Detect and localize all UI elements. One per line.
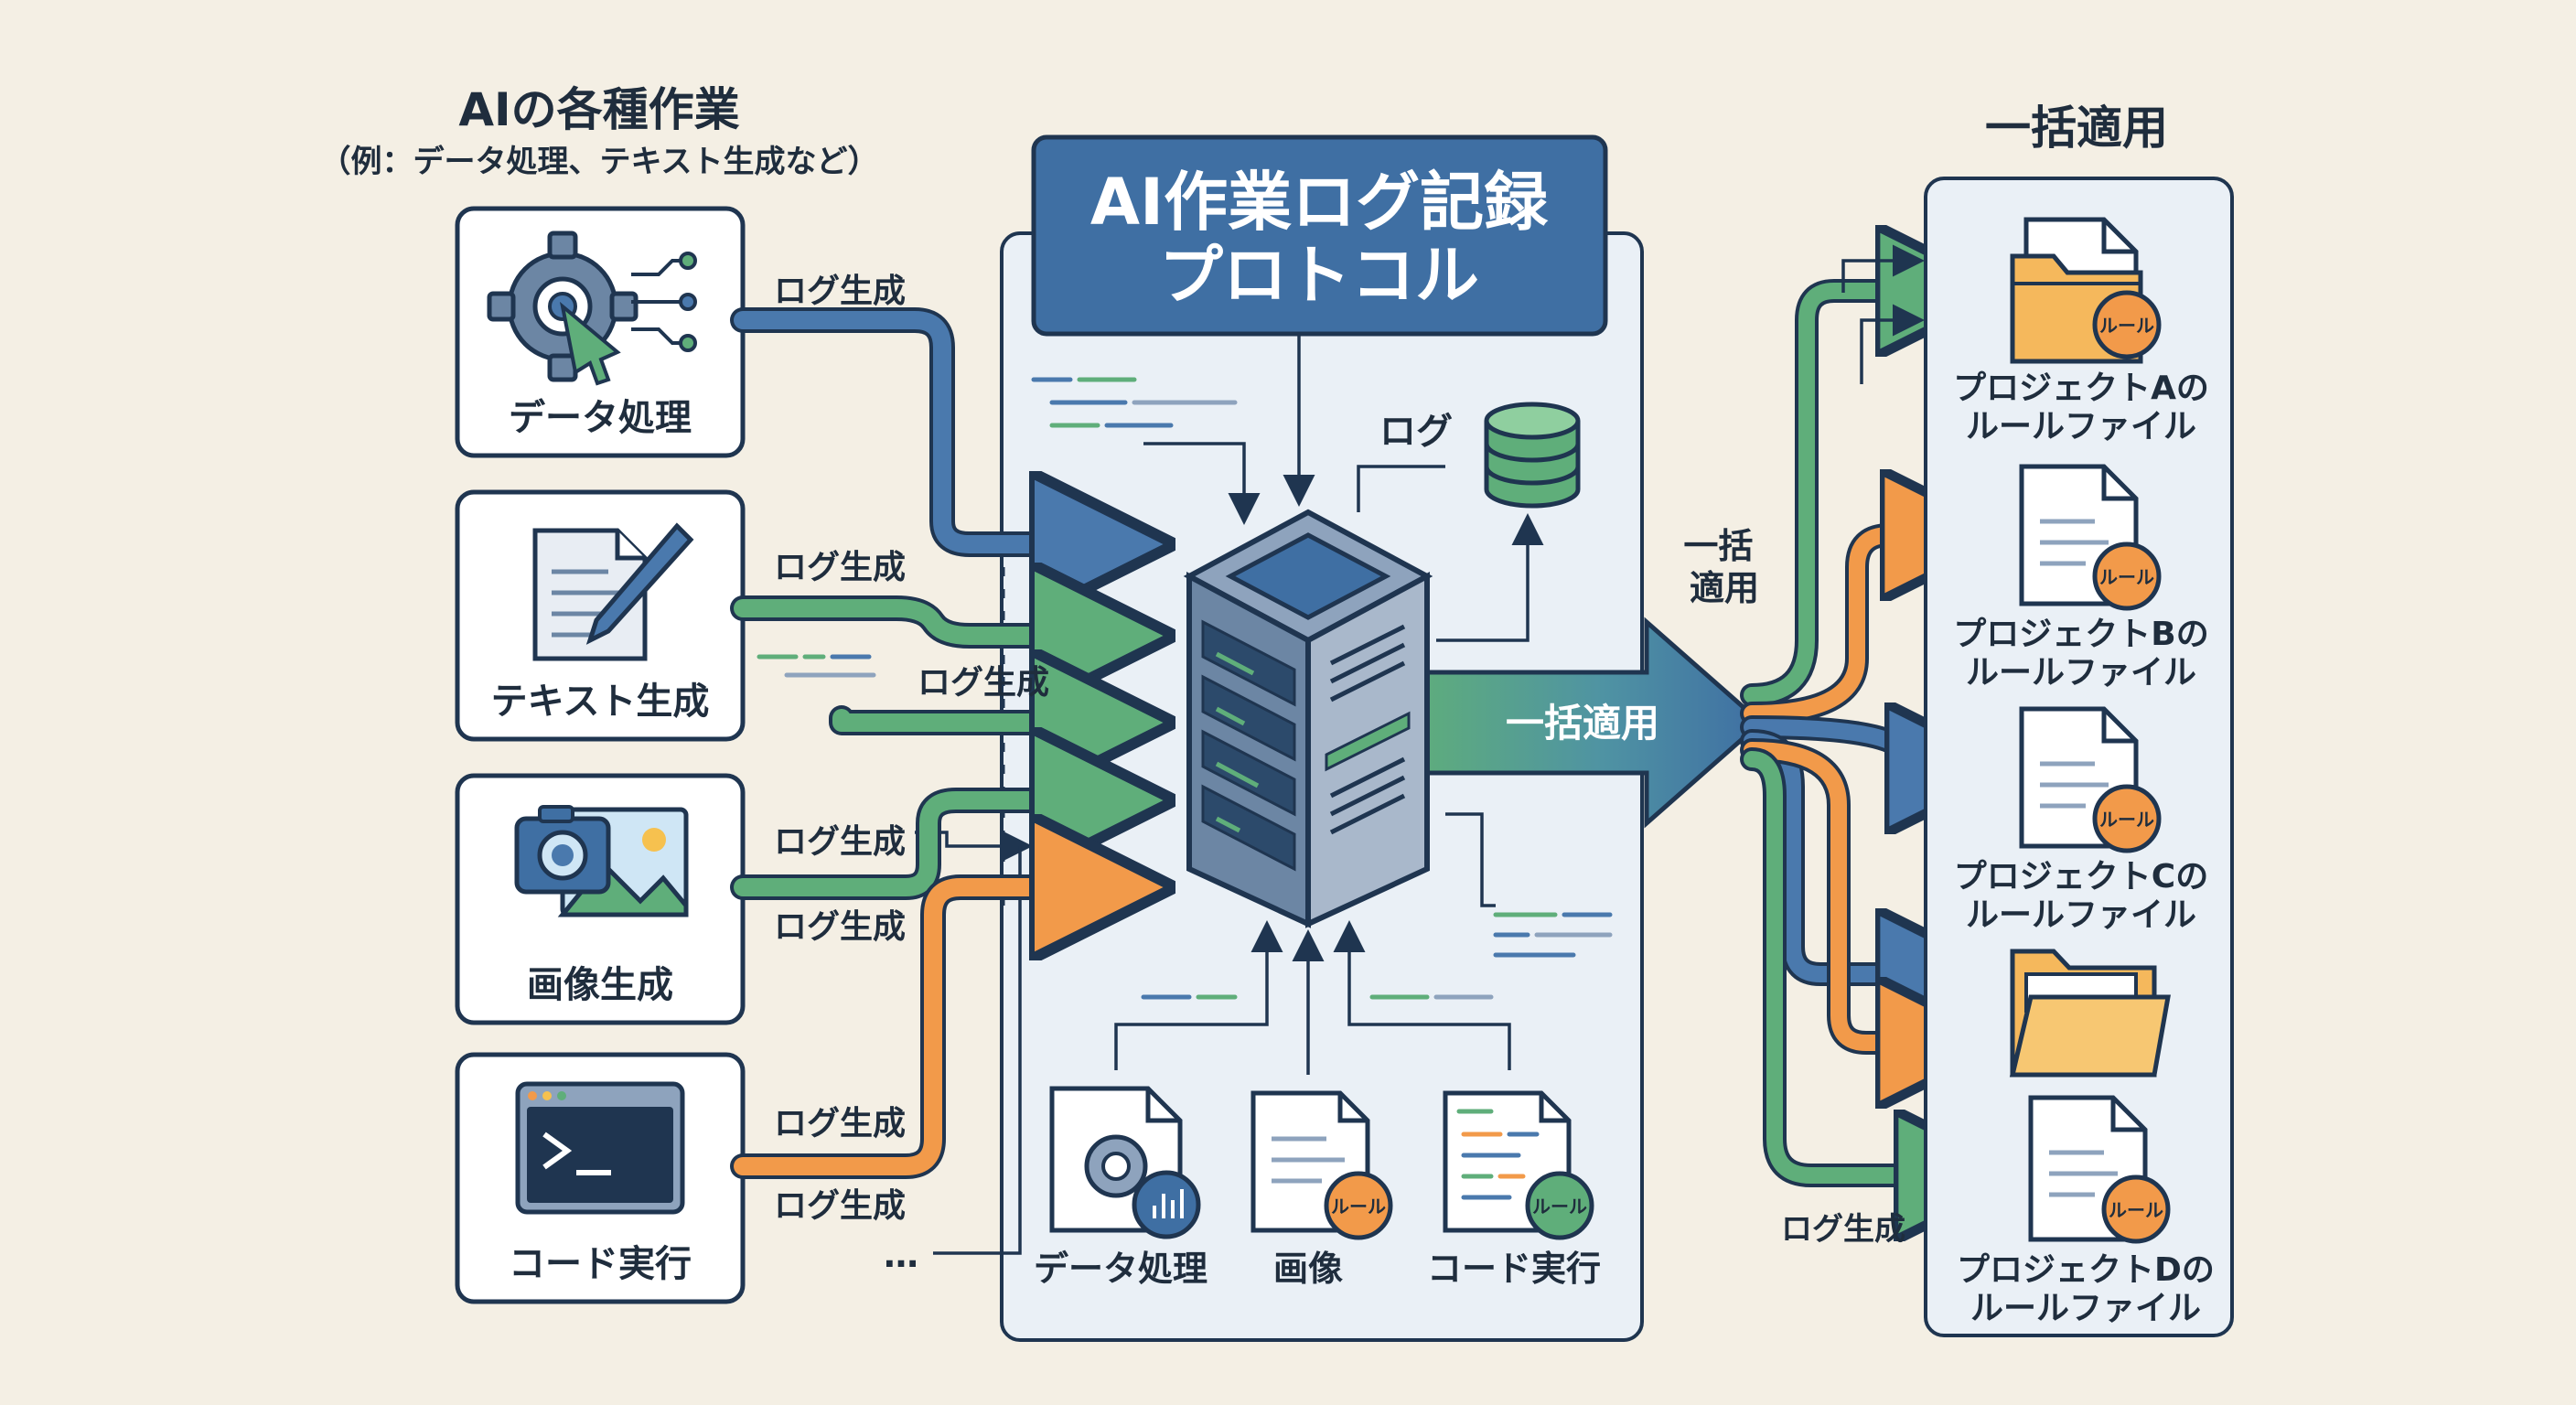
rule-badge bbox=[1324, 1171, 1393, 1240]
task-label: データ処理 bbox=[509, 397, 692, 439]
terminal-icon bbox=[515, 1081, 685, 1215]
task-label: テキスト生成 bbox=[491, 681, 710, 723]
bottom-doc-label: データ処理 bbox=[1034, 1249, 1208, 1289]
rule-badge bbox=[2092, 542, 2162, 611]
bulk-apply-arrow-label: 一括適用 bbox=[1506, 701, 1659, 745]
right-flow-arrows bbox=[1740, 291, 1976, 1175]
rule-badge-text: ルール bbox=[1532, 1196, 1587, 1217]
arrow-label-log-gen-right: ログ生成 bbox=[1781, 1211, 1905, 1248]
arrow-label-log-gen: ログ生成 bbox=[774, 549, 906, 586]
rule-badge-text: ルール bbox=[2099, 809, 2154, 831]
rule-badge bbox=[2101, 1174, 2171, 1244]
project-a-rule-file[interactable]: ルール プロジェクトAの ルールファイル bbox=[1953, 217, 2209, 445]
bottom-doc-data-processing[interactable]: データ処理 bbox=[1034, 1086, 1208, 1289]
arrow-label-log-gen: ログ生成 bbox=[774, 908, 906, 946]
rule-badge bbox=[2092, 290, 2162, 359]
task-label: 画像生成 bbox=[527, 964, 673, 1006]
left-title: AIの各種作業 bbox=[458, 83, 739, 136]
project-label-line2: ルールファイル bbox=[1970, 1290, 2201, 1327]
code-lines-decor-left bbox=[757, 654, 876, 678]
camera-image-icon bbox=[514, 805, 689, 917]
protocol-title-box: AI作業ログ記録 プロトコル bbox=[1031, 134, 1608, 337]
bulk-apply-small-line1: 一括 bbox=[1683, 526, 1753, 566]
rule-badge bbox=[2092, 784, 2162, 853]
code-lines-decor-top bbox=[1031, 377, 1238, 428]
thin-connectors bbox=[915, 334, 1544, 1255]
small-gear-icon bbox=[1084, 1134, 1148, 1198]
rule-badge-text: ルール bbox=[2099, 315, 2154, 337]
arrow-label-log-gen: ログ生成 bbox=[774, 823, 906, 861]
data-dots-icon bbox=[631, 252, 697, 352]
log-label: ログ bbox=[1379, 411, 1453, 453]
rule-badge-text: ルール bbox=[1331, 1196, 1386, 1217]
rule-badge-text: ルール bbox=[2109, 1199, 2163, 1221]
server-icon[interactable] bbox=[1183, 509, 1433, 928]
project-label-line1: プロジェクトAの bbox=[1953, 370, 2209, 407]
chart-badge-icon bbox=[1132, 1170, 1201, 1239]
ellipsis-label: … bbox=[884, 1235, 918, 1275]
document-pen-icon bbox=[532, 522, 694, 661]
project-label-line2: ルールファイル bbox=[1966, 408, 2196, 445]
bulk-apply-small-label: 一括 適用 bbox=[1683, 526, 1765, 608]
task-label: コード実行 bbox=[509, 1243, 692, 1285]
rule-badge bbox=[1525, 1171, 1594, 1240]
rule-badge-text: ルール bbox=[2099, 566, 2154, 588]
task-card-code-execution[interactable]: コード実行 bbox=[455, 1052, 746, 1304]
project-c-rule-file[interactable]: ルール プロジェクトCの ルールファイル bbox=[1954, 706, 2208, 934]
arrow-label-log-gen: ログ生成 bbox=[774, 1105, 906, 1142]
task-card-image-generation[interactable]: 画像生成 bbox=[455, 773, 746, 1025]
left-flow-arrows bbox=[730, 307, 1121, 1179]
database-icon bbox=[1484, 402, 1581, 509]
arrow-label-log-gen: ログ生成 bbox=[774, 273, 906, 310]
task-card-text-generation[interactable]: テキスト生成 bbox=[455, 489, 746, 742]
arrow-label-log-gen: ログ生成 bbox=[918, 664, 1049, 702]
arrow-label-log-gen: ログ生成 bbox=[774, 1187, 906, 1225]
thin-right-connectors bbox=[1841, 244, 1925, 384]
task-card-data-processing[interactable]: データ処理 bbox=[455, 206, 746, 458]
project-label-line2: ルールファイル bbox=[1966, 654, 2196, 692]
code-lines-decor-right bbox=[1493, 912, 1613, 958]
protocol-title-line2: プロトコル bbox=[1159, 238, 1479, 313]
protocol-title-line1: AI作業ログ記録 bbox=[1090, 165, 1549, 240]
left-subtitle: （例：データ処理、テキスト生成など） bbox=[320, 144, 879, 180]
bottom-doc-label: コード実行 bbox=[1427, 1249, 1601, 1289]
right-title: 一括適用 bbox=[1985, 102, 2168, 155]
project-label-line1: プロジェクトDの bbox=[1957, 1251, 2215, 1289]
project-label-line2: ルールファイル bbox=[1966, 896, 2196, 934]
project-label-line1: プロジェクトCの bbox=[1954, 858, 2208, 896]
bulk-apply-big-arrow: 一括適用 bbox=[1406, 617, 1765, 829]
bulk-apply-small-line2: 適用 bbox=[1690, 568, 1759, 608]
project-d-rule-file[interactable]: ルール プロジェクトDの ルールファイル bbox=[1957, 1095, 2215, 1327]
project-b-rule-file[interactable]: ルール プロジェクトBの ルールファイル bbox=[1953, 464, 2209, 692]
gear-icon bbox=[487, 231, 639, 386]
bottom-doc-code-execution[interactable]: ルール コード実行 bbox=[1427, 1090, 1601, 1289]
project-label-line1: プロジェクトBの bbox=[1953, 616, 2208, 653]
bottom-doc-image[interactable]: ルール 画像 bbox=[1250, 1090, 1393, 1289]
open-folder-icon[interactable] bbox=[2009, 949, 2171, 1078]
bottom-doc-label: 画像 bbox=[1273, 1249, 1343, 1289]
